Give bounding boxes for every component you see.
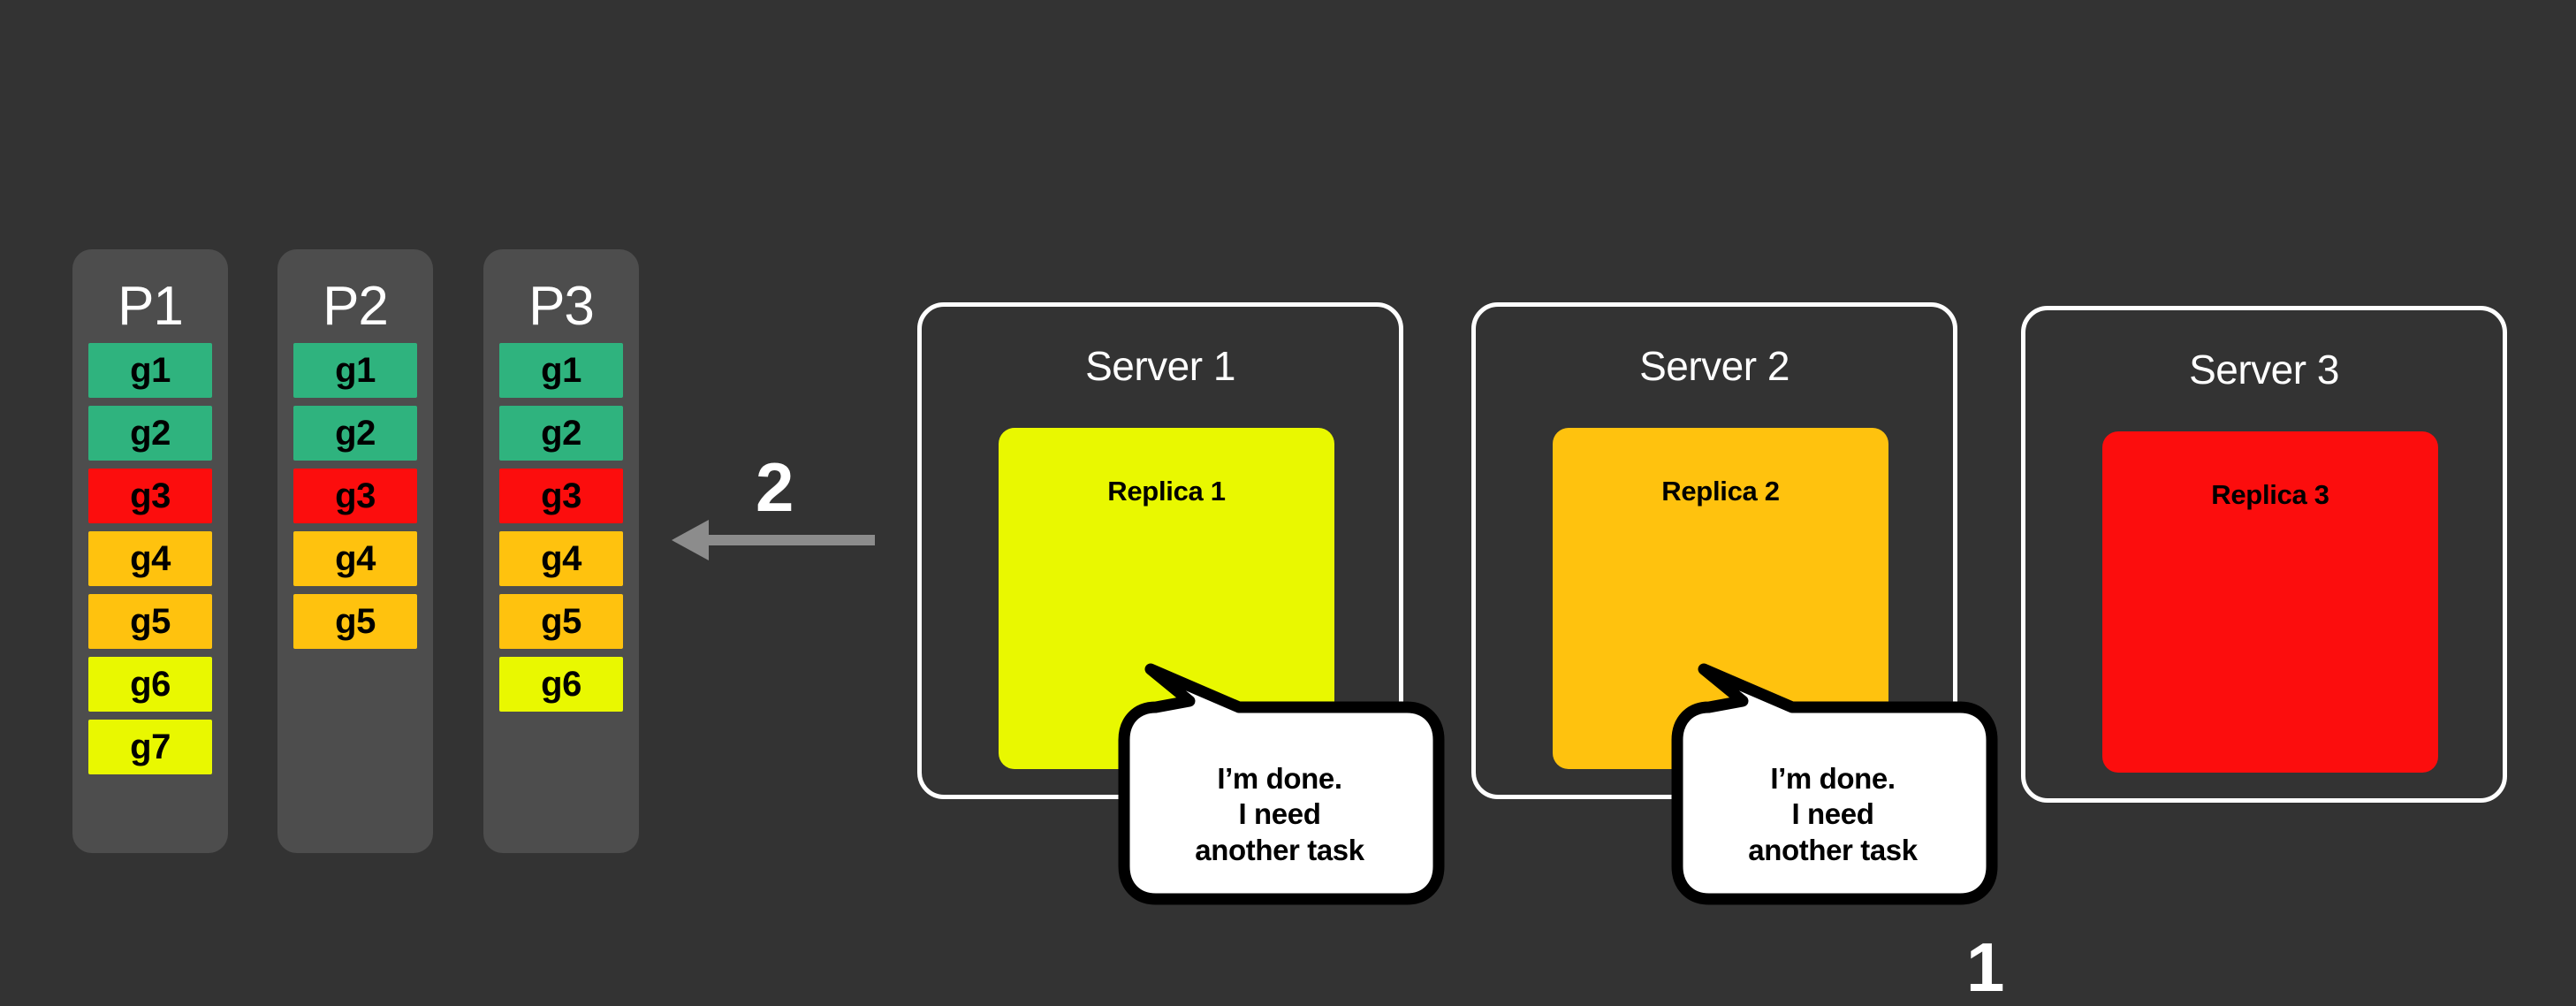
partition-p2: P2 g1 g2 g3 g4 g5	[277, 249, 433, 853]
bubble-line-2: I need	[1791, 797, 1874, 831]
server-3-title: Server 3	[2189, 347, 2339, 392]
bubble-line-2: I need	[1238, 797, 1321, 831]
step-1-label: 1	[1966, 928, 2004, 1006]
transfer-arrow-left	[672, 518, 875, 562]
group-block-g2[interactable]: g2	[88, 406, 212, 461]
group-block-g3[interactable]: g3	[499, 469, 623, 523]
server-1-title: Server 1	[1085, 343, 1235, 389]
partition-p1-blocks: g1 g2 g3 g4 g5 g6 g7	[72, 343, 228, 790]
partition-p3: P3 g1 g2 g3 g4 g5 g6	[483, 249, 639, 853]
group-block-g4[interactable]: g4	[293, 531, 417, 586]
group-block-g6[interactable]: g6	[499, 657, 623, 712]
bubble-line-3: another task	[1195, 833, 1364, 866]
server-2-title: Server 2	[1639, 343, 1790, 389]
bubble-line-1: I’m done.	[1217, 762, 1342, 795]
partition-p3-blocks: g1 g2 g3 g4 g5 g6	[483, 343, 639, 728]
group-block-g4[interactable]: g4	[88, 531, 212, 586]
partition-p2-title: P2	[323, 276, 389, 337]
bubble-line-3: another task	[1748, 833, 1918, 866]
group-block-g5[interactable]: g5	[88, 594, 212, 649]
group-block-g2[interactable]: g2	[293, 406, 417, 461]
group-block-g4[interactable]: g4	[499, 531, 623, 586]
group-block-g1[interactable]: g1	[293, 343, 417, 398]
partition-p2-blocks: g1 g2 g3 g4 g5	[277, 343, 433, 665]
replica-3-label: Replica 3	[2211, 479, 2329, 510]
bubble-line-1: I’m done.	[1770, 762, 1896, 795]
group-block-g7[interactable]: g7	[88, 720, 212, 774]
group-block-g3[interactable]: g3	[293, 469, 417, 523]
speech-bubble-1-text: I’m done. I need another task	[1129, 761, 1430, 868]
group-block-g3[interactable]: g3	[88, 469, 212, 523]
speech-bubble-1-shape	[1118, 663, 1445, 905]
speech-bubble-2-text: I’m done. I need another task	[1683, 761, 1983, 868]
replica-2-label: Replica 2	[1661, 476, 1780, 507]
group-block-g5[interactable]: g5	[293, 594, 417, 649]
group-block-g1[interactable]: g1	[88, 343, 212, 398]
speech-bubble-2-shape	[1671, 663, 1998, 905]
arrow-left-icon	[672, 520, 875, 560]
partition-p1-title: P1	[118, 276, 184, 337]
partition-p1: P1 g1 g2 g3 g4 g5 g6 g7	[72, 249, 228, 853]
speech-bubble-server-2[interactable]: I’m done. I need another task	[1658, 663, 2011, 915]
server-3-box[interactable]: Server 3 Replica 3	[2021, 306, 2507, 803]
step-2-label: 2	[756, 448, 794, 526]
group-block-g2[interactable]: g2	[499, 406, 623, 461]
replica-1-label: Replica 1	[1107, 476, 1226, 507]
partition-p3-title: P3	[528, 276, 595, 337]
group-block-g6[interactable]: g6	[88, 657, 212, 712]
speech-bubble-server-1[interactable]: I’m done. I need another task	[1105, 663, 1458, 915]
group-block-g5[interactable]: g5	[499, 594, 623, 649]
replica-3-box[interactable]: Replica 3	[2102, 431, 2438, 773]
group-block-g1[interactable]: g1	[499, 343, 623, 398]
